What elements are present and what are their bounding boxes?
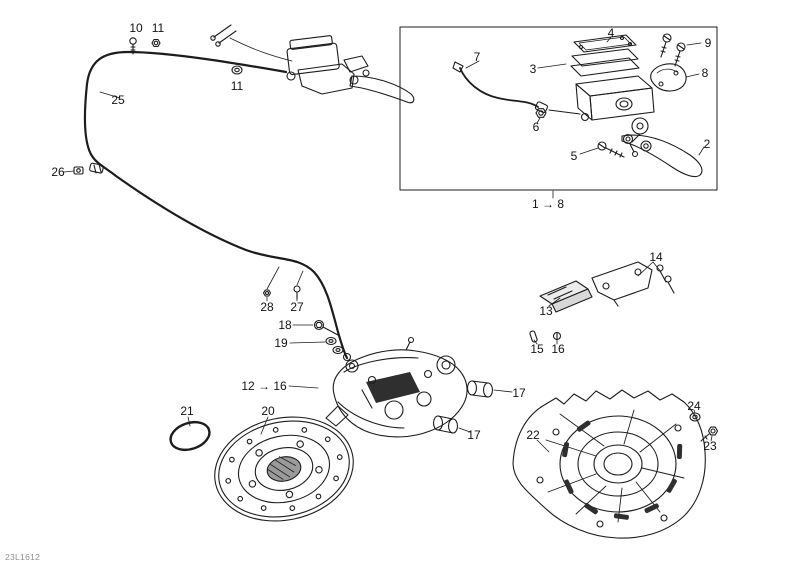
brake-caliper-12-16 — [325, 336, 468, 438]
callout-25: 25 — [111, 93, 125, 107]
callout-2: 2 — [703, 137, 711, 151]
callout-11: 11 — [230, 79, 244, 93]
callout-3: 3 — [529, 62, 537, 76]
callout-5: 5 — [570, 149, 578, 163]
callout-11: 11 — [151, 21, 165, 35]
callout-1-8: 1 → 8 — [531, 197, 565, 211]
bolt-23-icon — [700, 426, 719, 442]
callout-17: 17 — [467, 428, 481, 442]
washers-19-icon — [325, 336, 344, 355]
drawing-code: 23L1612 — [5, 552, 41, 562]
nut-11-icon — [151, 38, 161, 48]
callout-15: 15 — [530, 342, 544, 356]
nut-6-icon — [535, 108, 547, 118]
reservoir-body — [548, 75, 655, 143]
callout-4: 4 — [607, 26, 615, 40]
brake-lever-2 — [621, 133, 703, 178]
callout-16: 16 — [551, 342, 565, 356]
pin-15-icon — [529, 330, 538, 343]
washer-24-icon — [689, 412, 701, 422]
callout-18: 18 — [278, 318, 292, 332]
nut-28-icon — [262, 289, 272, 297]
banjo-bolt-18-icon — [313, 319, 339, 336]
callout-13: 13 — [539, 304, 553, 318]
callout-12-16: 12 → 16 — [241, 379, 287, 393]
bolt-pair-icon — [210, 24, 237, 47]
disc-drill-holes — [225, 427, 343, 511]
hose-clip-26-icon — [73, 162, 104, 175]
bolt-10-icon — [129, 37, 137, 55]
bolts-9 — [660, 33, 686, 67]
master-cylinder-assembly — [286, 35, 415, 104]
gasket-3 — [570, 57, 640, 77]
callout-26: 26 — [51, 165, 65, 179]
pivot-screw-5 — [597, 141, 625, 158]
callout-8: 8 — [701, 66, 709, 80]
brake-pads-13 — [539, 280, 593, 313]
callout-21: 21 — [180, 404, 194, 418]
callout-20: 20 — [261, 404, 275, 418]
callout-14: 14 — [649, 250, 663, 264]
callout-27: 27 — [290, 300, 304, 314]
callout-19: 19 — [274, 336, 288, 350]
callout-6: 6 — [532, 120, 540, 134]
callout-7: 7 — [473, 50, 481, 64]
washer-11-icon — [231, 65, 243, 75]
callout-17: 17 — [512, 386, 526, 400]
callout-23: 23 — [703, 439, 717, 453]
callout-22: 22 — [526, 428, 540, 442]
clip-16-icon — [552, 331, 562, 341]
leader-lines — [63, 36, 713, 453]
bracket-14 — [591, 261, 675, 307]
piston-17-lower — [432, 415, 459, 434]
disc-bolt-holes — [248, 440, 323, 499]
clamp-8 — [650, 63, 687, 92]
oring-21 — [169, 420, 211, 452]
disc-guard-22 — [512, 389, 706, 539]
callout-28: 28 — [260, 300, 274, 314]
callout-24: 24 — [687, 399, 701, 413]
piston-17-upper — [466, 380, 494, 398]
callout-9: 9 — [704, 36, 712, 50]
cover-plate — [571, 48, 639, 67]
callout-10: 10 — [129, 21, 143, 35]
detail-box-outline — [399, 26, 718, 191]
brake-disc-20 — [214, 416, 354, 522]
brake-hose-25 — [83, 50, 352, 362]
